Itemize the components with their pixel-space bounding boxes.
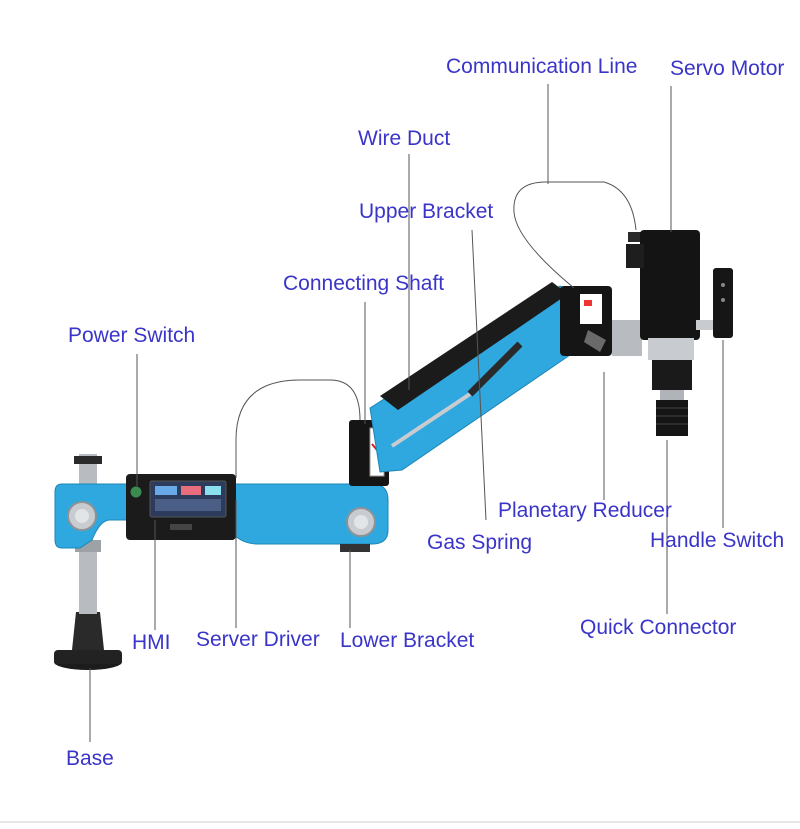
top-cable (513, 181, 637, 289)
label-hmi: HMI (132, 631, 171, 654)
upper-arm (369, 282, 587, 473)
label-server-driver: Server Driver (196, 628, 320, 651)
lower-arm (54, 474, 389, 552)
label-wire-duct: Wire Duct (358, 127, 451, 150)
label-handle-switch: Handle Switch (650, 529, 785, 552)
label-connecting-shaft: Connecting Shaft (283, 272, 445, 295)
label-power-switch: Power Switch (68, 324, 196, 347)
label-lower-bracket: Lower Bracket (340, 629, 475, 652)
label-gas-spring: Gas Spring (427, 531, 533, 554)
label-quick-connector: Quick Connector (580, 616, 737, 639)
label-base: Base (66, 747, 114, 770)
servo-motor (626, 230, 700, 436)
handle-switch (696, 268, 733, 338)
label-planetary-reducer: Planetary Reducer (498, 499, 672, 522)
label-servo-motor: Servo Motor (670, 57, 785, 80)
lower-cable (235, 379, 361, 478)
leader-lines (89, 84, 724, 742)
base-pedestal (54, 454, 122, 670)
label-communication-line: Communication Line (446, 55, 638, 78)
upper-bracket-head (560, 286, 642, 356)
leader-gas-spring (471, 229, 487, 521)
label-upper-bracket: Upper Bracket (359, 200, 494, 223)
